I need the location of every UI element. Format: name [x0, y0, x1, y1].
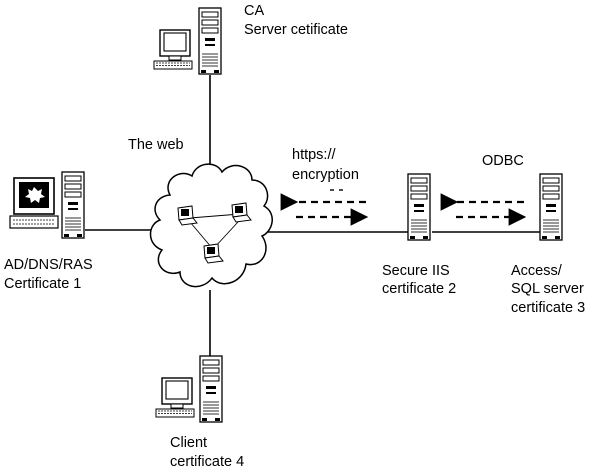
ca-title: CA — [244, 3, 265, 19]
server-tower-icon — [407, 173, 431, 241]
ca-server — [153, 7, 222, 75]
server-tower-icon — [199, 355, 223, 423]
ca-subtitle: Server cetificate — [244, 22, 348, 38]
sql-server-label: SQL server — [511, 281, 584, 297]
sql-access-label: Access/ — [511, 263, 562, 279]
ad-server-label: AD/DNS/RAS — [4, 257, 93, 273]
sql-certificate-label: certificate 3 — [511, 300, 586, 316]
iis-certificate-label: certificate 2 — [382, 281, 457, 297]
iis-server-label: Secure IIS — [382, 263, 450, 279]
client-label: Client — [170, 435, 208, 451]
odbc-arrows — [440, 193, 527, 226]
network-links — [85, 75, 542, 375]
sql-server — [539, 173, 563, 241]
client-workstation — [155, 355, 223, 423]
odbc-label: ODBC — [482, 153, 524, 169]
iis-server — [407, 173, 431, 241]
cloud-label: The web — [128, 137, 184, 153]
ad-server — [9, 171, 85, 239]
client-certificate-label: certificate 4 — [170, 454, 245, 470]
ad-certificate-label: Certificate 1 — [4, 276, 82, 292]
internet-cloud — [149, 163, 273, 288]
https-arrows — [280, 189, 369, 226]
monitor-icon — [155, 377, 195, 418]
https-label: https:// — [292, 147, 336, 163]
server-tower-icon — [61, 171, 85, 239]
server-tower-icon — [539, 173, 563, 241]
server-tower-icon — [198, 7, 222, 75]
encryption-label: encryption — [292, 167, 359, 183]
monitor-icon — [153, 29, 193, 70]
